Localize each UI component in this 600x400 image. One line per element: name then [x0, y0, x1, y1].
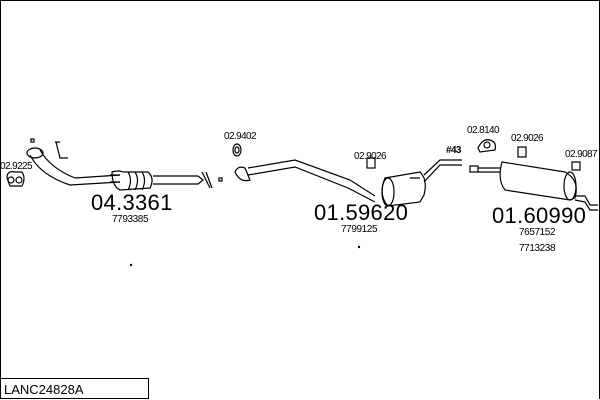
middle-silencer-drawing: [234, 157, 462, 207]
accessory-label: 02.9225: [0, 161, 33, 172]
part-number: 01.59620: [314, 200, 409, 225]
annotation-label: #43: [446, 145, 461, 156]
accessory-label: 02.9402: [224, 131, 257, 142]
accessory-label: 02.9026: [354, 151, 387, 162]
part-ref: 7799125: [341, 224, 378, 235]
part-number: 04.3361: [91, 190, 173, 215]
dot-mark: [129, 263, 133, 267]
part-ref: 7657152: [519, 227, 556, 238]
dot-mark: [357, 245, 361, 249]
accessory-label: 02.9087: [565, 149, 598, 160]
gasket-02-9225-drawing: [6, 171, 25, 187]
catalytic-converter-drawing: [110, 170, 223, 191]
front-pipe-drawing: [26, 138, 121, 186]
part-ref: 7713238: [519, 243, 556, 254]
part-ref: 7793385: [112, 214, 149, 225]
accessory-label: 02.8140: [467, 125, 500, 136]
gasket-02-9402-drawing: [232, 143, 242, 157]
part-number: 01.60990: [492, 203, 587, 228]
rear-silencer-drawing: [469, 139, 598, 211]
accessory-label: 02.9026: [511, 133, 544, 144]
diagram-code: LANC24828A: [0, 378, 149, 399]
